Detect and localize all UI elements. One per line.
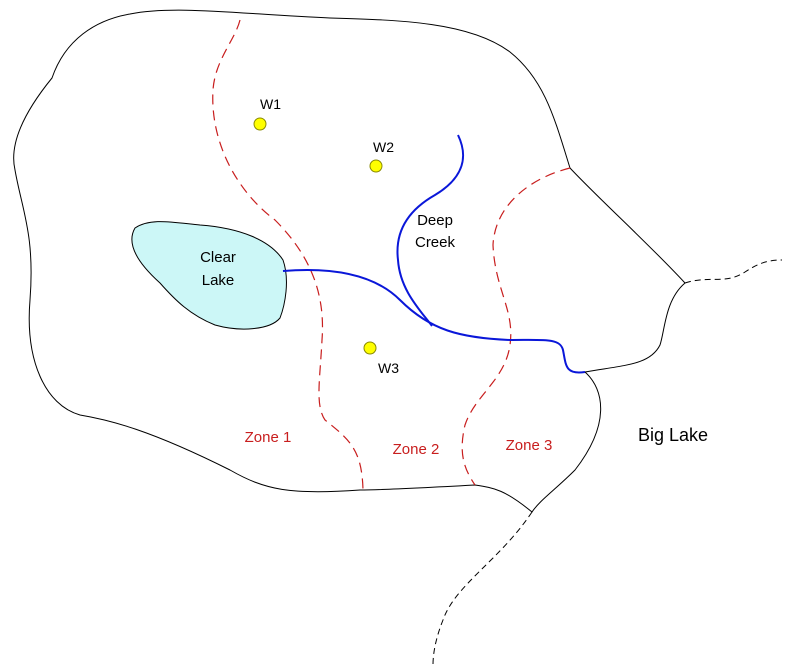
deep-creek xyxy=(396,134,464,327)
clear-lake-label-line2: Lake xyxy=(202,272,235,289)
zone-3-label: Zone 3 xyxy=(506,437,553,454)
deep-creek-label-line2: Creek xyxy=(415,234,456,251)
watershed-boundary xyxy=(13,9,686,513)
big-lake-label: Big Lake xyxy=(638,425,708,445)
upstream-tributary xyxy=(432,511,533,666)
outlet-channel xyxy=(684,259,783,284)
well-w1-label: W1 xyxy=(260,96,281,112)
well-w3-marker[interactable] xyxy=(363,341,377,355)
zone-2-label: Zone 2 xyxy=(393,441,440,458)
well-w2-label: W2 xyxy=(373,139,394,155)
creek-main-stem xyxy=(282,269,586,374)
clear-lake-label-line1: Clear xyxy=(200,249,236,266)
well-w3-label: W3 xyxy=(378,360,399,376)
well-w2-marker[interactable] xyxy=(369,159,383,173)
clear-lake xyxy=(131,221,287,330)
deep-creek-label-line1: Deep xyxy=(417,212,453,229)
zone-1-label: Zone 1 xyxy=(245,429,292,446)
well-w1-marker[interactable] xyxy=(253,117,267,131)
